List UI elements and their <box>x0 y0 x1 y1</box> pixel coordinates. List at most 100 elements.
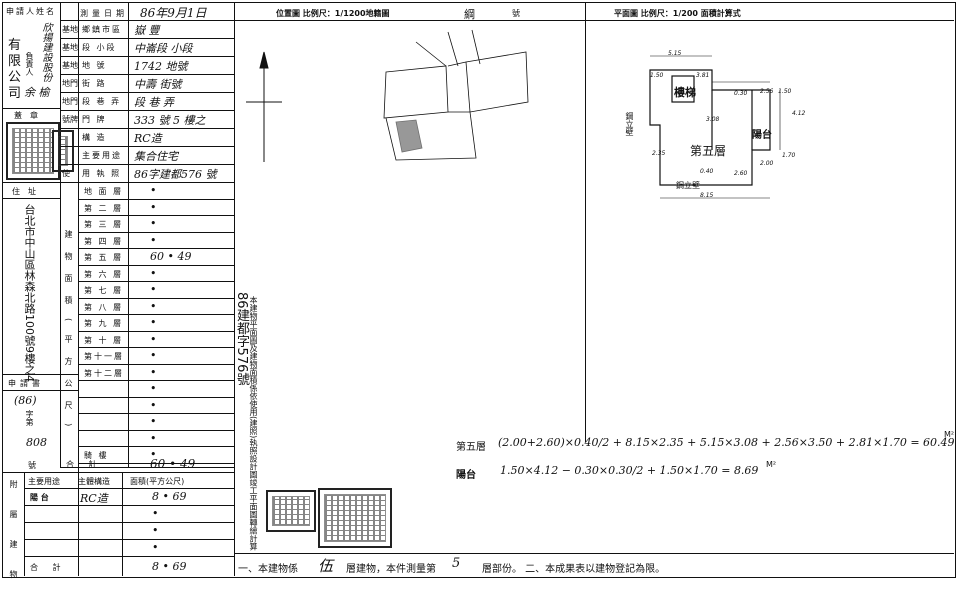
room-stair-label: 樓梯 <box>674 86 696 99</box>
dimension-label: 2.60 <box>734 170 748 177</box>
footer-text-b: 層建物，本件測量第 <box>346 564 436 575</box>
floor-plan <box>649 55 781 199</box>
dimension-label: 2.56 <box>760 88 774 95</box>
wall-top-label: 鋼立壁 <box>676 181 700 190</box>
document-frame <box>2 2 956 578</box>
sheet-no-label: 號 <box>512 9 520 18</box>
info-row-value: 中壽 街號 <box>134 78 182 91</box>
dimension-label: 0.30 <box>734 90 748 97</box>
floors-group-label: 建物面積(平方公尺) <box>64 230 73 441</box>
floor-row-value: • <box>150 431 157 445</box>
app-no: 808 <box>26 436 47 449</box>
room-main-label: 第五層 <box>690 144 727 158</box>
info-row-value: 集合住宅 <box>134 150 178 163</box>
annex-row-area: • <box>152 507 159 520</box>
floor-row-label: 第 二 層 <box>84 203 124 213</box>
annex-row-area: • <box>152 524 159 537</box>
location-map <box>246 29 529 162</box>
annex-total-label: 合 計 <box>30 563 67 572</box>
balcony-formula: 1.50×4.12 − 0.30×0.30/2 + 1.50×1.70 = 8.… <box>500 464 759 477</box>
floor-row-value: • <box>150 217 157 230</box>
stamp-label: 蓋章 <box>14 111 46 120</box>
info-row-line <box>60 164 234 165</box>
app-word: 字第 <box>25 410 34 426</box>
info-row-line <box>60 74 234 75</box>
dimension-label: 3.81 <box>696 72 710 79</box>
floor-row-label: 第 七 層 <box>84 286 124 295</box>
floor-row-label: 第 八 層 <box>84 302 124 312</box>
address-value: 台北市中山區林森北路100號9樓之4 <box>23 204 36 382</box>
left-table <box>2 2 235 576</box>
footer-floors-total: 伍 <box>318 557 334 575</box>
parcel-sketch <box>383 29 529 161</box>
annex-row-area: • <box>152 541 159 554</box>
total-label: 合 計 <box>66 460 103 469</box>
info-row-value: 333 號 5 樓之 <box>134 114 206 127</box>
annex-row-use: 陽 台 <box>30 493 49 502</box>
dimension-label: 4.12 <box>792 110 806 117</box>
info-row-line <box>60 146 234 147</box>
address-label: 住址 <box>12 187 44 196</box>
footer-text-c: 層部份。 二、本成果表以建物登記為限。 <box>482 564 666 575</box>
fifth-floor-formula: (2.00+2.60)×0.40/2 + 8.15×2.35 + 5.15×3.… <box>498 436 955 449</box>
company-seal <box>6 122 60 180</box>
floor-row-value: 60 • 49 <box>150 250 192 263</box>
floor-row-line <box>78 380 234 381</box>
floor-row-line <box>78 396 234 398</box>
info-row-value: 嶽 豐 <box>134 24 160 37</box>
annex-row-line <box>24 522 234 523</box>
info-row-line <box>60 56 234 57</box>
annex-header: 面積(平方公尺) <box>130 477 185 486</box>
wall-left-label: 鋼立壁 <box>625 112 634 136</box>
floor-row-line <box>78 248 234 249</box>
dimension-label: 5.15 <box>668 50 682 57</box>
floor-row-value: • <box>150 365 157 379</box>
floor-row-line <box>78 429 234 431</box>
floor-row-line <box>78 297 234 299</box>
floor-row-value: • <box>150 398 157 412</box>
floor-row-value: • <box>150 448 157 461</box>
floor-row-line <box>78 198 234 200</box>
floor-row-label: 第 三 層 <box>84 220 124 229</box>
floor-row-value: • <box>150 200 157 214</box>
room-balcony-label: 陽台 <box>752 130 772 141</box>
info-row-group: 號牌 <box>62 115 78 124</box>
applicant-name-1: 有 <box>8 38 22 53</box>
dimension-label: 2.35 <box>652 150 666 157</box>
floor-row-line <box>78 330 234 332</box>
floor-row-label: 騎 樓 <box>84 451 109 460</box>
floor-row-label: 第 十 層 <box>84 335 124 345</box>
annex-row-line <box>24 539 234 540</box>
floor-row-label: 第十二層 <box>84 368 124 378</box>
info-row-group: 地門 <box>62 79 78 88</box>
floor-row-label: 第 六 層 <box>84 269 124 279</box>
floor-row-value: • <box>150 316 157 329</box>
footer-text-a: 一、本建物係 <box>238 564 298 575</box>
fifth-floor-unit: M² <box>944 430 955 439</box>
floor-row-value: • <box>150 382 157 395</box>
floor-row-line <box>78 363 234 365</box>
floor-row-value: • <box>150 283 157 296</box>
floor-row-line <box>78 231 234 233</box>
dimension-label: 2.00 <box>760 160 774 167</box>
applicant-name-2: 限 <box>8 54 22 69</box>
sheet-label: 綱 <box>464 8 475 21</box>
dimension-label: 1.70 <box>782 152 796 159</box>
floor-row-value: • <box>150 266 157 280</box>
permit-note-text: 本建物平面圖及建物面積係依使用(建照)執照設計圖竣工平面圖轉繪計算 <box>249 296 258 551</box>
floor-plan-header: 平面圖 比例尺：1/200 面積計算式 <box>614 9 741 18</box>
applicant-name-top: 欣揚建設股份 <box>40 22 51 82</box>
balcony-unit: M² <box>766 460 777 469</box>
info-row-value: 段 巷 弄 <box>134 96 174 109</box>
floor-row-line <box>78 462 234 464</box>
total-value: 60 • 49 <box>150 457 196 471</box>
floor-row-label: 第 九 層 <box>84 319 124 328</box>
permit-number: 86建都字576號 <box>234 292 249 386</box>
dimension-label: 3.08 <box>706 116 720 123</box>
application-doc-label: 申請書 <box>8 379 44 388</box>
representative-label: 負責人 <box>25 52 34 76</box>
dimension-label: 0.40 <box>700 168 714 175</box>
floor-row-label: 第 五 層 <box>84 253 124 262</box>
annex-total-value: 8 • 69 <box>152 560 187 573</box>
survey-date-value: 86年9月1日 <box>140 6 207 20</box>
